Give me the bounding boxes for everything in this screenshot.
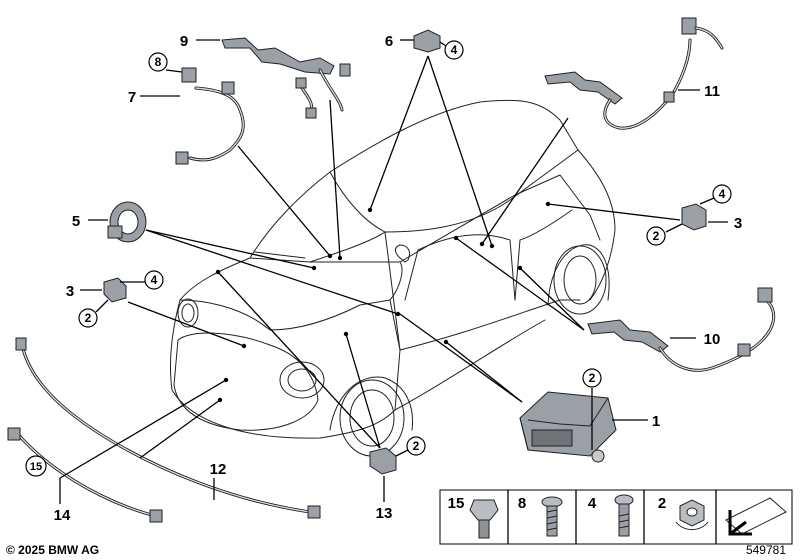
callout-3-left: 3 [66,283,74,300]
callout-13: 13 [376,505,393,522]
part-3-left-sensor [103,277,127,303]
circled-refs: 8 4 4 2 4 2 2 2 15 [25,40,732,477]
part-5-sensor [107,201,147,243]
part-11-harness [544,17,724,130]
target-dots [215,201,551,403]
part-6-sensor [413,29,441,53]
circled-2-sensor-13: 2 [413,439,420,453]
circled-2-left: 2 [85,311,92,325]
callout-14: 14 [54,507,71,524]
legend-number-2: 2 [658,495,666,512]
hardware-legend: 15 8 4 2 [439,489,793,545]
callout-10: 10 [704,331,721,348]
callout-5: 5 [72,213,80,230]
circled-4-top: 4 [451,43,458,57]
leader-lines [59,39,728,504]
hex-nut-icon [675,499,709,530]
circled-8: 8 [155,55,162,69]
part-13-sensor [369,447,397,475]
callout-3-right: 3 [734,215,742,232]
circled-4-right: 4 [719,187,726,201]
part-1-control-unit [519,391,617,463]
legend-number-15: 15 [448,495,465,512]
callout-6: 6 [385,33,393,50]
bolt-icon [614,494,634,537]
callout-12: 12 [210,461,227,478]
circled-15: 15 [30,461,42,473]
copyright-text: © 2025 BMW AG [6,543,99,557]
car-outline [169,99,616,457]
callout-11: 11 [704,83,720,100]
circled-2-control-unit: 2 [589,371,596,385]
circled-4-left: 4 [151,273,158,287]
part-7-harness [175,67,245,165]
legend-number-8: 8 [518,495,526,512]
part-3-right-sensor [681,203,707,231]
screw-icon [541,496,563,537]
callout-7: 7 [128,89,136,106]
part-9-harness [221,37,351,119]
diagram-number: 549781 [746,543,786,557]
legend-number-4: 4 [588,495,597,512]
sheet-arrow-icon [725,497,787,536]
part-10-harness [587,287,776,372]
callout-1: 1 [652,413,660,430]
callout-9: 9 [180,33,188,50]
circled-2-right: 2 [653,229,660,243]
part-12-14-harnesses [7,337,321,523]
clip-icon [469,499,499,539]
